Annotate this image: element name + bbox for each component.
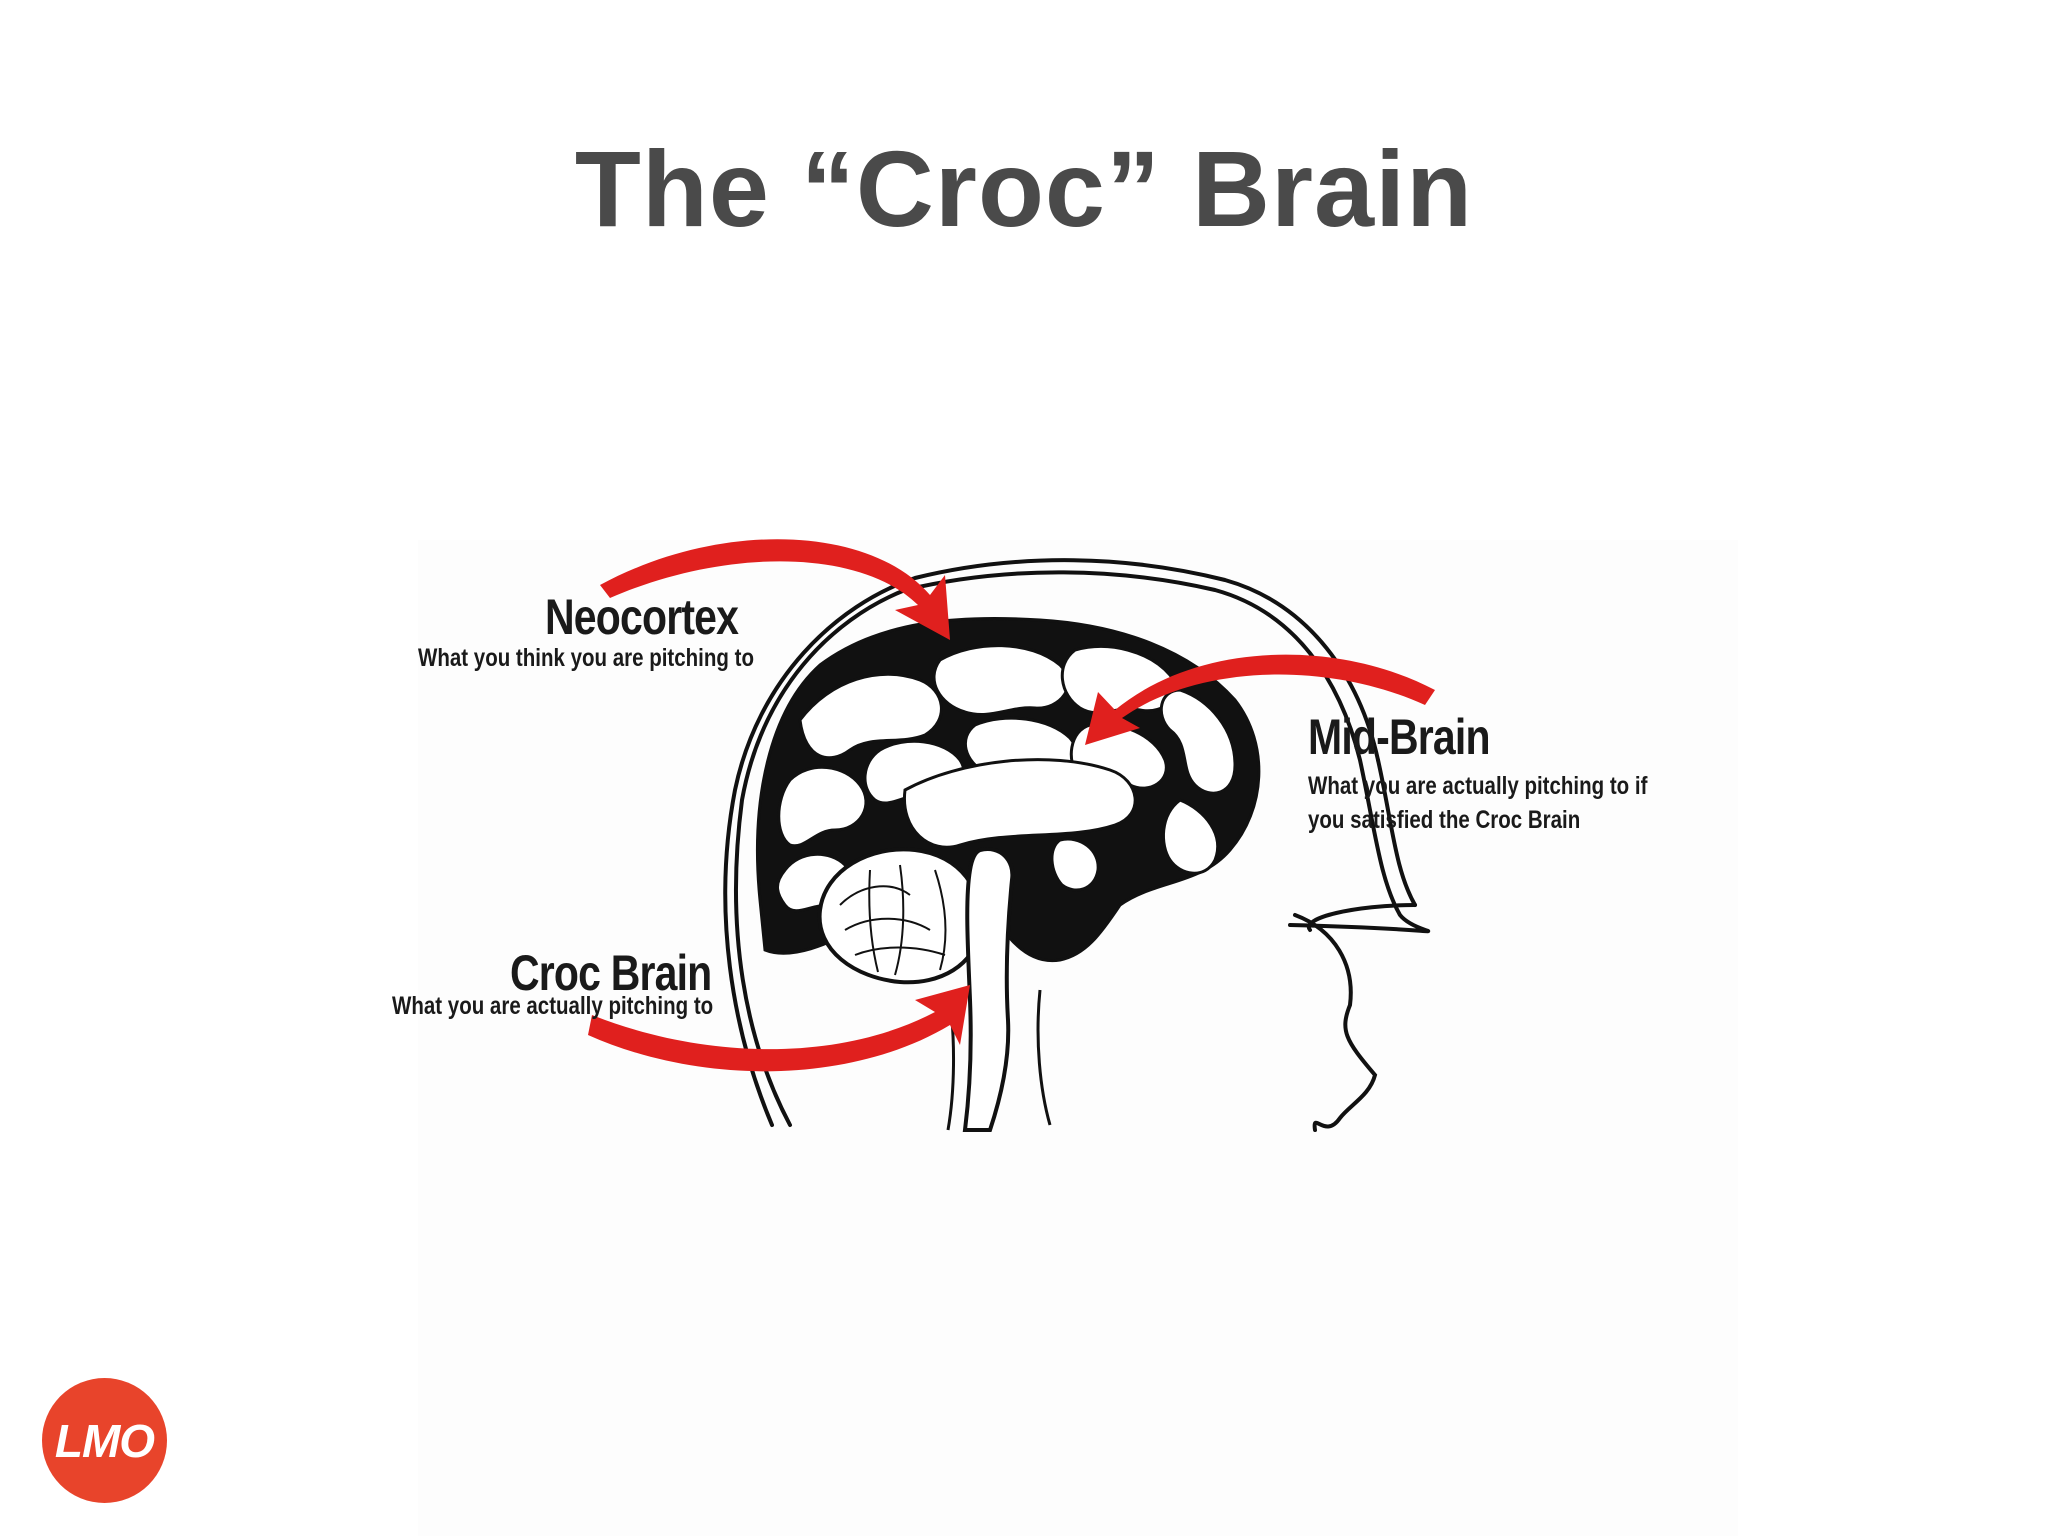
neocortex-arrow [600, 539, 950, 640]
brain-stem [962, 847, 1015, 1132]
head-outline [723, 558, 1431, 1132]
mid-brain-heading: Mid-Brain [1308, 709, 1490, 765]
neocortex-heading: Neocortex [545, 589, 739, 645]
croc-brain-caption-block: What you are actually pitching to [392, 990, 784, 1024]
mid-brain-label: Mid-Brain What you are actually pitching… [1308, 712, 1722, 838]
arrows [588, 539, 1435, 1072]
croc-brain-heading: Croc Brain [510, 945, 712, 1001]
lmo-logo: LMO [42, 1378, 167, 1503]
lmo-logo-text: LMO [54, 1414, 155, 1467]
mid-brain-caption-line1: What you are actually pitching to if [1308, 772, 1648, 800]
neocortex-caption: What you think you are pitching to [418, 644, 754, 672]
mid-brain-caption-line2: you satisfied the Croc Brain [1308, 805, 1581, 834]
cerebellum [817, 847, 983, 985]
croc-brain-label: Croc Brain [510, 948, 756, 998]
croc-brain-caption: What you are actually pitching to [392, 992, 714, 1020]
croc-brain-arrow [588, 985, 970, 1072]
slide-title: The “Croc” Brain [574, 128, 1474, 249]
neocortex-label: Neocortex [545, 592, 781, 642]
mid-brain-arrow [1085, 654, 1435, 745]
neocortex-caption-block: What you think you are pitching to [418, 642, 828, 676]
